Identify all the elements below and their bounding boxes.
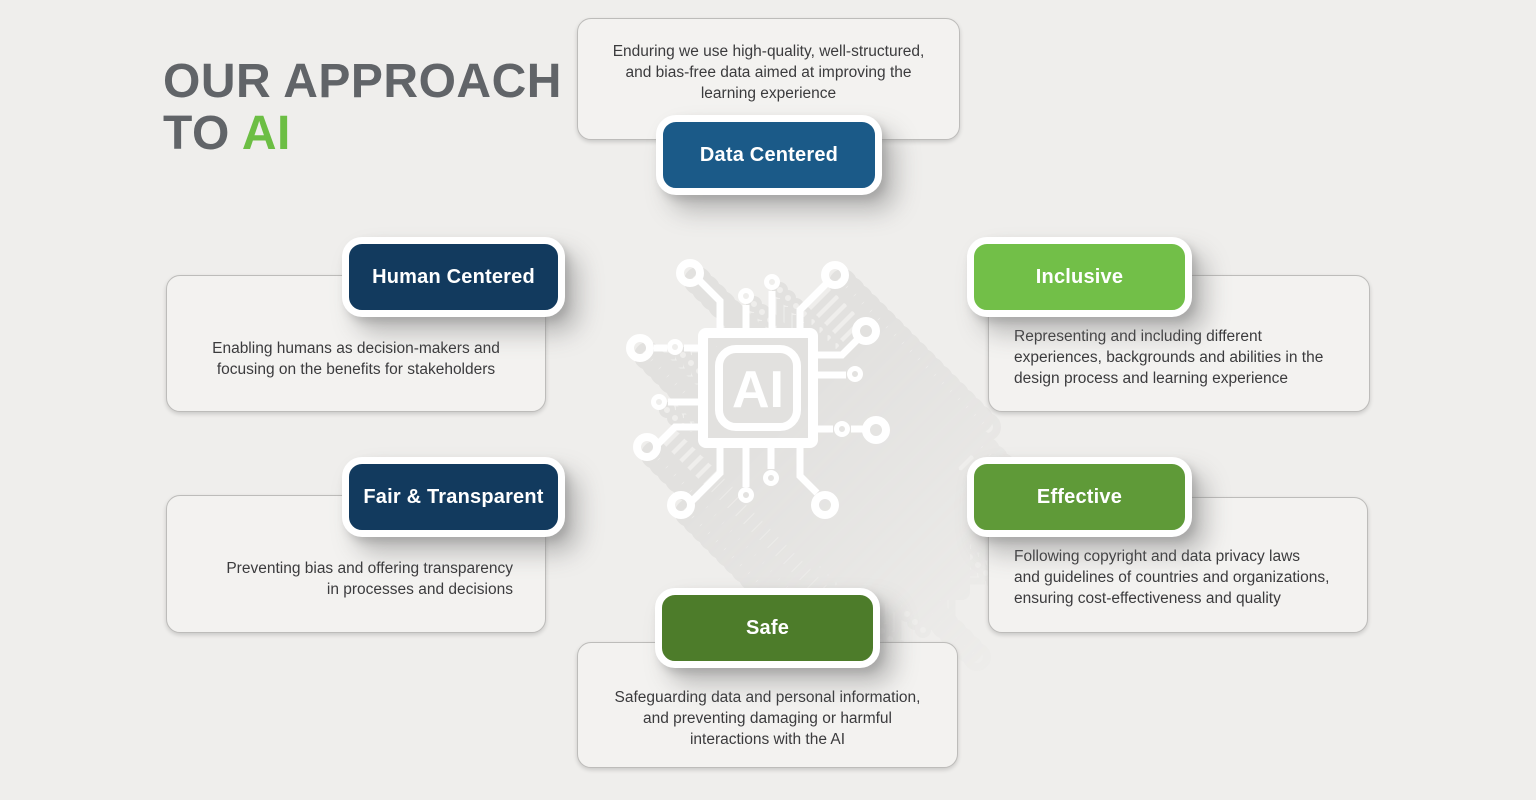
- principle-description: Safeguarding data and personal informati…: [614, 689, 921, 748]
- principle-description: Enduring we use high-quality, well-struc…: [612, 43, 925, 102]
- principle-badge-label: Effective: [1036, 485, 1123, 508]
- principle-badge-inclusive: Inclusive: [967, 237, 1192, 317]
- principle-badge-label: Data Centered: [699, 143, 839, 166]
- principle-badge-fair-transparent: Fair & Transparent: [342, 457, 565, 537]
- principle-badge-human-centered: Human Centered: [342, 237, 565, 317]
- principle-badge-effective: Effective: [967, 457, 1192, 537]
- principle-description: Following copyright and data privacy law…: [1014, 548, 1330, 607]
- principle-badge-label: Fair & Transparent: [363, 485, 544, 508]
- principle-badge-safe: Safe: [655, 588, 880, 668]
- principle-description: Enabling humans as decision-makers and f…: [212, 340, 500, 378]
- page-title-line2: TO AI: [163, 107, 291, 161]
- principle-badge-label: Human Centered: [372, 265, 535, 288]
- principle-card-safe: Safeguarding data and personal informati…: [577, 642, 958, 768]
- principle-description: Preventing bias and offering transparenc…: [226, 560, 513, 598]
- principle-badge-data-centered: Data Centered: [656, 115, 882, 195]
- principle-description: Representing and including different exp…: [1014, 328, 1324, 387]
- page-title-accent: AI: [241, 107, 291, 161]
- principle-card-data-centered: Enduring we use high-quality, well-struc…: [577, 18, 960, 140]
- page-title: OUR APPROACH TO AI: [163, 55, 562, 161]
- principle-badge-label: Inclusive: [1035, 265, 1124, 288]
- page-title-line1: OUR APPROACH: [163, 55, 562, 108]
- principle-badge-label: Safe: [745, 616, 790, 639]
